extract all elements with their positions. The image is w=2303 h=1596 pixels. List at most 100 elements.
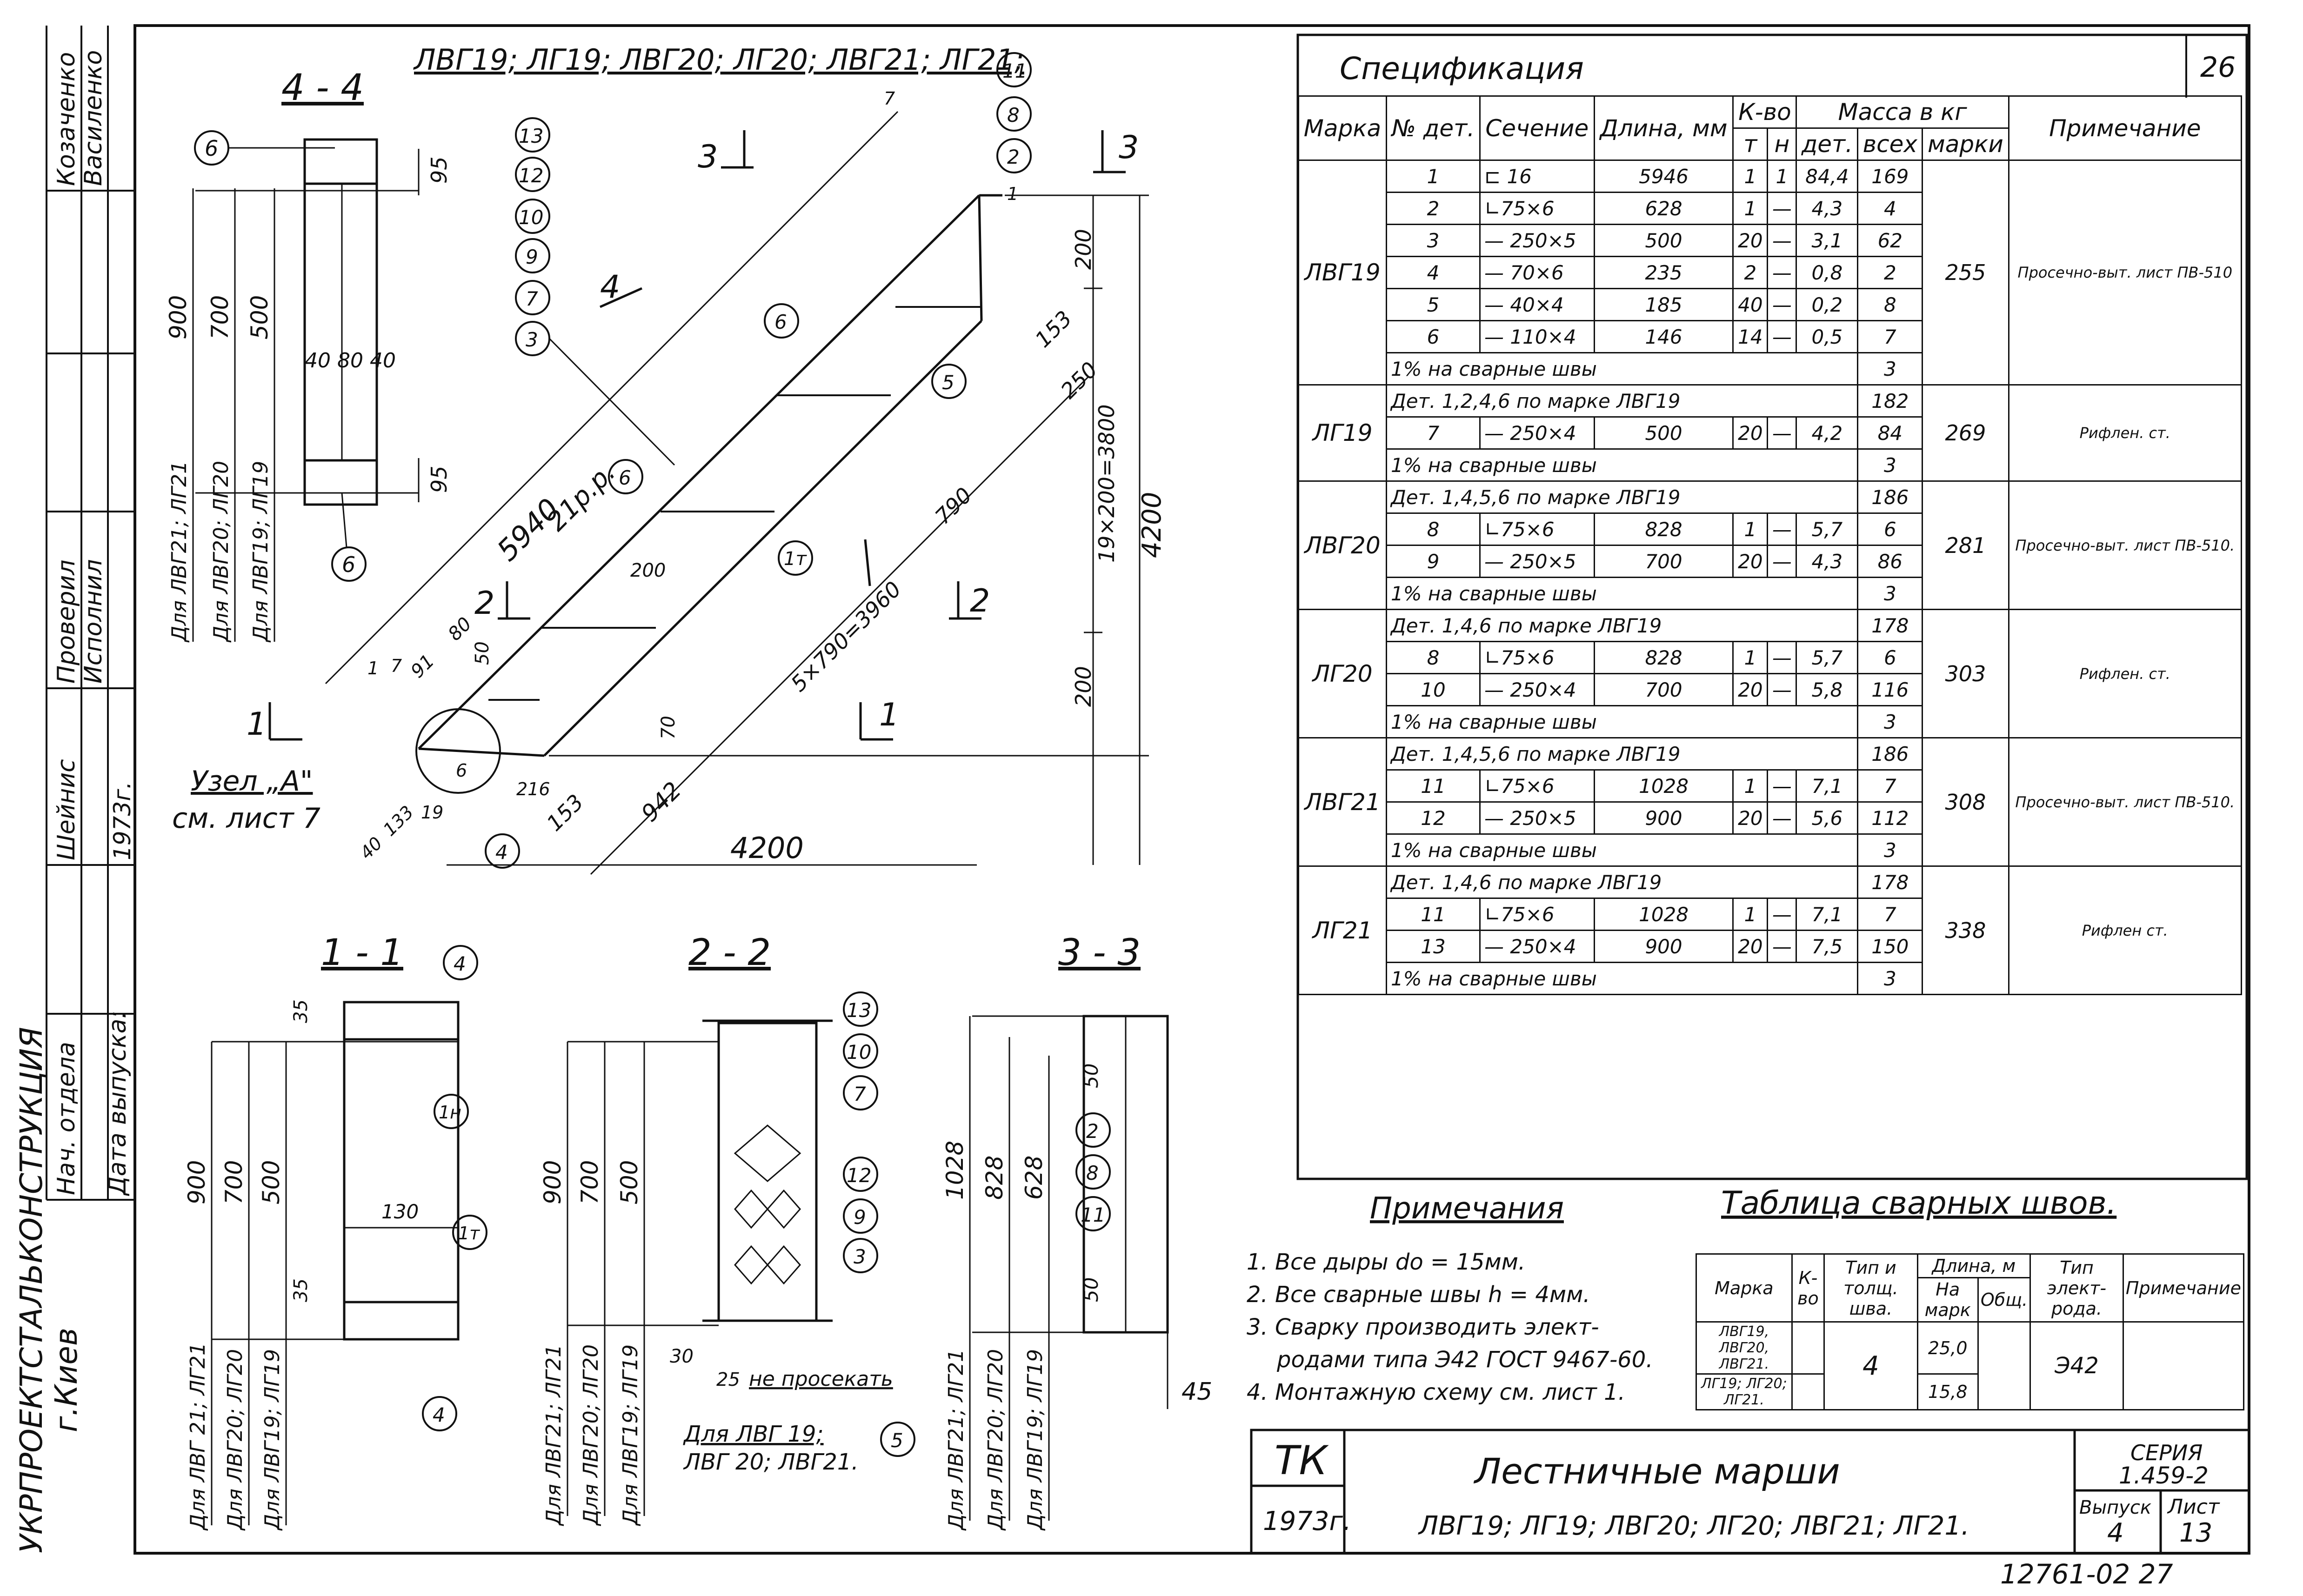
weld-total bbox=[1977, 1321, 2031, 1410]
spec-t: 20 bbox=[1732, 930, 1769, 963]
spec-m-det: 0,5 bbox=[1796, 320, 1859, 353]
callout-22-7: 7 bbox=[854, 1083, 866, 1105]
svg-text:6: 6 bbox=[342, 552, 355, 577]
dim-70: 70 bbox=[658, 716, 679, 739]
stamp-name-1: Козаченко bbox=[53, 52, 80, 186]
dim-700-11: 700 bbox=[220, 1160, 247, 1204]
spec-m-all: 112 bbox=[1857, 801, 1923, 835]
spec-det: 11 bbox=[1385, 898, 1481, 931]
spec-ref: Дет. 1,4,5,6 по марке ЛВГ19 bbox=[1385, 737, 1859, 771]
spec-table: Марка № дет. Сечение Длина, мм К-во Масс… bbox=[1298, 95, 2243, 995]
spec-mark: ЛГ20 bbox=[1298, 609, 1387, 738]
stamp-org: УКРПРОЕКТСТАЛЬКОНСТРУКЦИЯ bbox=[13, 1027, 49, 1553]
dim-5x790: 5×790=3960 bbox=[786, 577, 906, 697]
node-ref: см. лист 7 bbox=[172, 802, 320, 835]
spec-m-all: 7 bbox=[1857, 898, 1923, 931]
spec-m-det: 5,7 bbox=[1796, 512, 1859, 546]
spec-m-det: 5,8 bbox=[1796, 673, 1859, 706]
spec-h-mass: Масса в кг bbox=[1796, 95, 2009, 129]
weld-row2-marks: ЛГ19; ЛГ20; ЛГ21. bbox=[1696, 1373, 1793, 1410]
spec-length: 500 bbox=[1593, 224, 1734, 257]
series-label: СЕРИЯ bbox=[2130, 1440, 2203, 1465]
dim-35-bottom: 35 bbox=[290, 1278, 312, 1302]
callout-33-11: 11 bbox=[1081, 1204, 1105, 1226]
stamp-issue-date: Дата выпуска: bbox=[104, 1011, 132, 1196]
dim-7-bottom: 7 bbox=[391, 656, 402, 676]
weld-h-note: Примечание bbox=[2122, 1253, 2245, 1323]
issue-value: 4 bbox=[2107, 1518, 2124, 1548]
spec-det: 8 bbox=[1385, 512, 1481, 546]
section-3-3 bbox=[969, 1015, 1169, 1521]
spec-n: — bbox=[1767, 288, 1797, 321]
dim-50-33-top: 50 bbox=[1080, 1064, 1102, 1088]
spec-t: 20 bbox=[1732, 545, 1769, 578]
tk-year: 1973г. bbox=[1263, 1506, 1351, 1536]
dim-30: 30 bbox=[670, 1346, 694, 1367]
for-label-44-19: Для ЛВГ19; ЛГ19 bbox=[249, 461, 273, 643]
sheet-frame bbox=[134, 24, 2250, 1555]
spec-section: — 250×5 bbox=[1479, 545, 1595, 578]
callout-33-2: 2 bbox=[1086, 1120, 1099, 1143]
spec-section: ⊏ 16 bbox=[1479, 160, 1595, 193]
spec-det: 10 bbox=[1385, 673, 1481, 706]
spec-m-all: 84 bbox=[1857, 416, 1923, 450]
note-1: 1. Все дыры do = 15мм. bbox=[1247, 1249, 1525, 1275]
dim-500-11: 500 bbox=[258, 1160, 285, 1204]
section-2-2 bbox=[567, 1019, 833, 1516]
callout-13: 13 bbox=[519, 125, 543, 147]
callout-33-8: 8 bbox=[1086, 1162, 1099, 1184]
spec-h-all: всех bbox=[1857, 127, 1923, 161]
spec-ref: Дет. 1,4,5,6 по марке ЛВГ19 bbox=[1385, 480, 1859, 514]
spec-m-det: 7,5 bbox=[1796, 930, 1859, 963]
spec-n: — bbox=[1767, 416, 1797, 450]
spec-weld-val: 3 bbox=[1857, 577, 1923, 610]
spec-det: 5 bbox=[1385, 288, 1481, 321]
callout-8: 8 bbox=[1007, 104, 1020, 126]
callout-22-9: 9 bbox=[854, 1206, 866, 1229]
spec-m-all: 62 bbox=[1857, 224, 1923, 257]
spec-det: 8 bbox=[1385, 641, 1481, 674]
dim-250: 250 bbox=[1056, 357, 1102, 404]
spec-length: 700 bbox=[1593, 545, 1734, 578]
weld-note bbox=[2122, 1321, 2245, 1410]
spec-box bbox=[1296, 33, 2248, 1180]
note-3b: родами типа Э42 ГОСТ 9467-60. bbox=[1276, 1347, 1653, 1373]
callout-4: 4 bbox=[495, 841, 508, 864]
spec-weld-val: 3 bbox=[1857, 448, 1923, 482]
section-1-1 bbox=[211, 1001, 460, 1525]
dim-1028: 1028 bbox=[941, 1141, 968, 1200]
weld-type: 4 bbox=[1823, 1321, 1918, 1410]
for-label-33-21: Для ЛВГ21; ЛГ21 bbox=[944, 1349, 968, 1531]
spec-n: — bbox=[1767, 769, 1797, 803]
cut-2-right: 2 bbox=[970, 583, 990, 619]
spec-h-qty: К-во bbox=[1732, 95, 1797, 129]
spec-m-all: 6 bbox=[1857, 641, 1923, 674]
spec-n: — bbox=[1767, 673, 1797, 706]
note-4: 4. Монтажную схему см. лист 1. bbox=[1247, 1379, 1625, 1405]
spec-length: 185 bbox=[1593, 288, 1734, 321]
dim-700-22: 700 bbox=[576, 1160, 603, 1204]
spec-weld: 1% на сварные швы bbox=[1385, 833, 1859, 867]
dim-900-44: 900 bbox=[165, 295, 192, 339]
spec-mark: ЛГ19 bbox=[1298, 384, 1387, 482]
spec-length: 828 bbox=[1593, 641, 1734, 674]
spec-n: — bbox=[1767, 801, 1797, 835]
spec-m-all: 86 bbox=[1857, 545, 1923, 578]
header-marks: ЛВГ19; ЛГ19; ЛВГ20; ЛГ20; ЛВГ21; ЛГ21; bbox=[413, 43, 1024, 77]
spec-weld: 1% на сварные швы bbox=[1385, 352, 1859, 386]
spec-h-det-mass: дет. bbox=[1796, 127, 1859, 161]
spec-weld-val: 3 bbox=[1857, 833, 1923, 867]
cut-3-left: 3 bbox=[698, 139, 718, 175]
spec-det: 11 bbox=[1385, 769, 1481, 803]
dim-500-22: 500 bbox=[616, 1160, 643, 1204]
dim-45: 45 bbox=[1182, 1378, 1212, 1406]
